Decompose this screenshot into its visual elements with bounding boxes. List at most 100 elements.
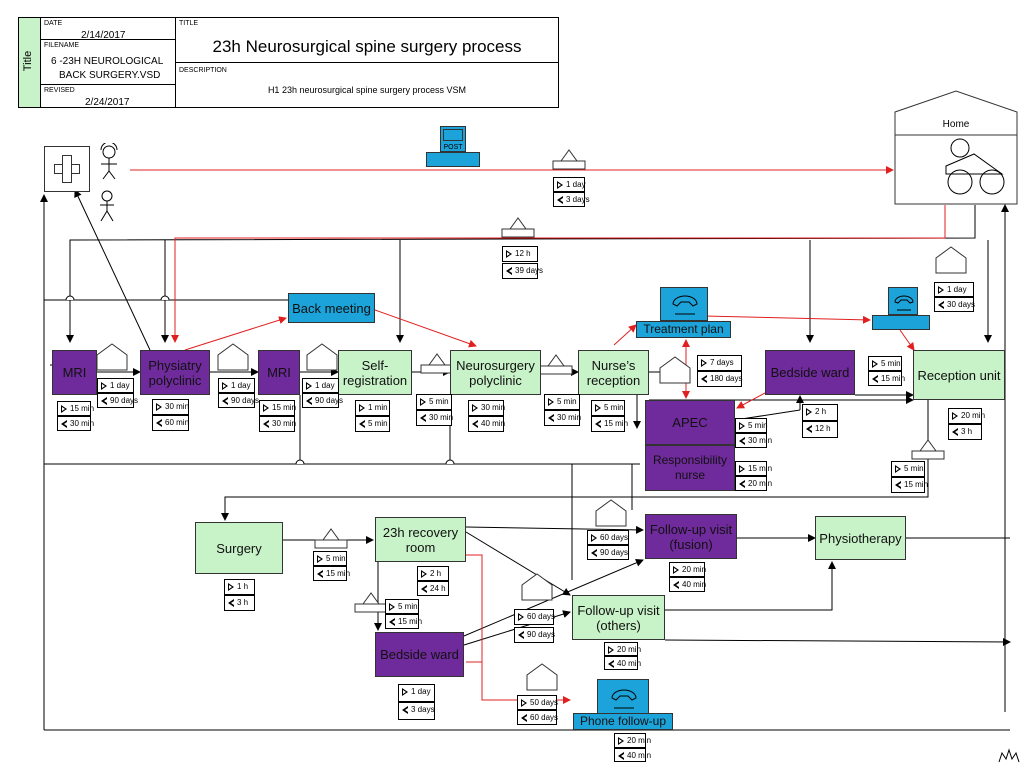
- title-side-tab: Title: [19, 18, 41, 107]
- description-cell: DESCRIPTION H1 23h neurosurgical spine s…: [176, 63, 558, 107]
- timer-rec-2: 24 h: [417, 581, 449, 596]
- timer-wait2-2: 90 days: [218, 393, 259, 408]
- process-mri-2[interactable]: MRI: [258, 350, 300, 395]
- timer-self-1: 1 min: [355, 400, 390, 416]
- timer-bwb-2: 3 days: [398, 702, 435, 720]
- physiatry-label-2: polyclinic: [148, 372, 202, 388]
- post-computer-icon: POST: [426, 126, 480, 167]
- date-label: DATE: [44, 20, 63, 27]
- recovery-label-1: 23h recovery: [382, 524, 459, 540]
- revised-value: 2/24/2017: [85, 97, 130, 108]
- process-self-registration[interactable]: Self-registration: [338, 350, 412, 395]
- timer-surg-2: 3 h: [224, 595, 255, 611]
- filename-line2: BACK SURGERY.VSD: [59, 70, 161, 81]
- timer-wait1-1: 1 day: [97, 378, 134, 393]
- timer-top-1: 12 h: [502, 246, 538, 262]
- timer-home-1: 1 day: [553, 177, 586, 192]
- timer-top-2: 39 days: [502, 263, 543, 279]
- process-bedside-ward-bottom[interactable]: Bedside ward: [375, 632, 464, 677]
- timer-q6-1: 5 min: [385, 599, 419, 614]
- timer-q5-1: 5 min: [313, 551, 347, 566]
- timer-neuro-1: 30 min: [468, 400, 505, 416]
- recovery-label-2: room: [405, 539, 436, 555]
- revised-cell: REVISED 2/24/2017: [41, 85, 176, 108]
- timer-wait3-1: 1 day: [302, 378, 339, 393]
- fu-fusion-label-1: Follow-up visit: [649, 521, 733, 537]
- timer-q5-2: 15 min: [313, 566, 350, 581]
- description-text: H1 23h neurosurgical spine surgery proce…: [267, 85, 467, 95]
- process-follow-up-others[interactable]: Follow-up visit(others): [572, 595, 665, 640]
- phone-icon-treatment: [660, 287, 708, 321]
- timer-q4-2: 15 min: [891, 477, 928, 493]
- timer-q3-1: 5 min: [868, 356, 902, 371]
- process-reception-unit[interactable]: Reception unit: [913, 350, 1005, 400]
- timer-fuf-2: 40 min: [669, 577, 706, 592]
- timer-ru-top-2: 30 days: [934, 297, 975, 312]
- filename-line1: 6 -23H NEUROLOGICAL: [51, 56, 164, 67]
- timer-apec-1: 5 min: [735, 418, 768, 433]
- timer-bw-2: 12 h: [802, 421, 838, 438]
- back-meeting-label: Back meeting: [292, 300, 371, 316]
- process-surgery[interactable]: Surgery: [195, 522, 283, 574]
- timer-q2-1: 5 min: [544, 394, 580, 410]
- selfreg-label-2: registration: [342, 372, 408, 388]
- physiotherapy-label: Physiotherapy: [819, 530, 902, 546]
- timer-ph-1: 20 min: [614, 733, 651, 748]
- phone-follow-up-label: Phone follow-up: [579, 714, 667, 728]
- process-treatment-plan[interactable]: Treatment plan: [636, 321, 731, 338]
- home-icon: Home: [894, 90, 1018, 205]
- process-physiotherapy[interactable]: Physiotherapy: [815, 516, 906, 560]
- timer-home-2: 3 days: [553, 192, 590, 207]
- timer-fow-2: 90 days: [514, 627, 555, 643]
- timer-ru-2: 3 h: [948, 424, 982, 440]
- mri-2-label: MRI: [267, 365, 291, 380]
- timer-q6-2: 15 min: [385, 614, 422, 629]
- treatment-plan-label: Treatment plan: [643, 322, 724, 336]
- timer-fuw-1: 60 days: [587, 530, 629, 545]
- fu-others-label-2: (others): [596, 617, 641, 633]
- date-cell: DATE 2/14/2017: [41, 18, 176, 41]
- bedside-ward-bottom-label: Bedside ward: [380, 647, 459, 662]
- timer-ph-wait-1: 50 days: [517, 695, 558, 710]
- kaizen-burst-icon: [998, 748, 1020, 763]
- filename-cell: FILENAME 6 -23H NEUROLOGICAL BACK SURGER…: [41, 40, 176, 85]
- phone-icon-followup: [597, 679, 649, 715]
- process-bedside-ward-top[interactable]: Bedside ward: [765, 350, 855, 395]
- timer-rec-1: 2 h: [417, 566, 449, 581]
- process-back-meeting[interactable]: Back meeting: [288, 293, 375, 323]
- timer-fow-1: 60 days: [514, 609, 555, 625]
- neuro-label-2: polyclinic: [469, 372, 522, 388]
- timer-phys-2: 60 min: [152, 415, 189, 431]
- timer-ph-wait-2: 60 days: [517, 710, 558, 725]
- staff-person-icon: [100, 143, 118, 222]
- timer-q4-1: 5 min: [891, 461, 925, 477]
- timer-fuw-2: 90 days: [587, 545, 629, 560]
- diagram-title: 23h Neurosurgical spine surgery process: [212, 37, 522, 56]
- timer-q1-2: 30 min: [416, 410, 453, 426]
- timer-apec-2: 30 min: [735, 433, 772, 448]
- timer-tp-2: 180 days: [697, 371, 742, 387]
- surgery-label: Surgery: [216, 540, 262, 556]
- title-block: Title DATE 2/14/2017 FILENAME 6 -23H NEU…: [18, 17, 559, 108]
- nurse-label-1: Nurse’s: [591, 357, 636, 373]
- fu-fusion-label-2: (fusion): [669, 536, 713, 552]
- resp-label-1: Responsibility: [652, 453, 728, 467]
- timer-wait3-2: 90 days: [302, 393, 343, 408]
- timer-neuro-2: 40 min: [468, 416, 505, 432]
- title-cell: TITLE 23h Neurosurgical spine surgery pr…: [176, 18, 558, 63]
- timer-ph-2: 40 min: [614, 748, 651, 762]
- process-apec[interactable]: APEC: [645, 400, 735, 445]
- timer-mri2-2: 30 min: [259, 416, 296, 432]
- timer-bw-1: 2 h: [802, 404, 838, 421]
- process-phone-follow-up[interactable]: Phone follow-up: [573, 713, 673, 730]
- process-follow-up-fusion[interactable]: Follow-up visit(fusion): [645, 514, 737, 559]
- date-value: 2/14/2017: [81, 30, 126, 41]
- selfreg-label-1: Self-: [361, 357, 389, 373]
- process-mri-1[interactable]: MRI: [52, 350, 97, 395]
